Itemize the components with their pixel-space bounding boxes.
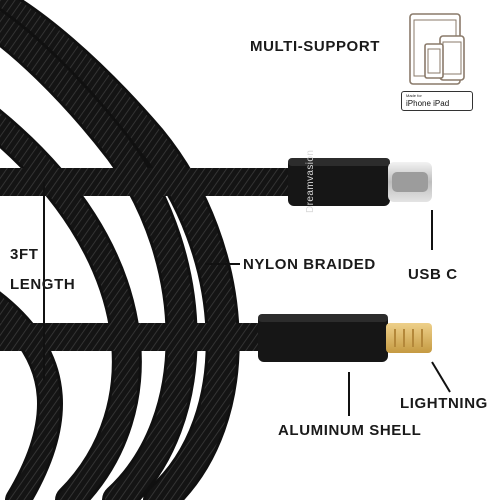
badge-made-for: Made for: [406, 93, 422, 98]
label-length-word: LENGTH: [10, 276, 76, 293]
label-nylon-braided: NYLON BRAIDED: [243, 256, 376, 273]
label-multi-support: MULTI-SUPPORT: [250, 38, 381, 55]
phone-small-icon: [424, 43, 444, 79]
lightning-connector: [258, 314, 432, 362]
label-lightning: LIGHTNING: [400, 395, 488, 412]
label-aluminum-shell: ALUMINUM SHELL: [278, 422, 422, 439]
device-icons: [409, 13, 465, 85]
brand-logo: Dreamvasion: [305, 149, 316, 213]
label-usb-c: USB C: [408, 266, 458, 283]
made-for-badge: Made for iPhone iPad: [401, 91, 473, 111]
usb-c-connector: [288, 158, 432, 206]
annotation-lines: [43, 182, 451, 416]
label-length-value: 3FT: [10, 246, 39, 263]
badge-devices: iPhone iPad: [406, 99, 450, 108]
